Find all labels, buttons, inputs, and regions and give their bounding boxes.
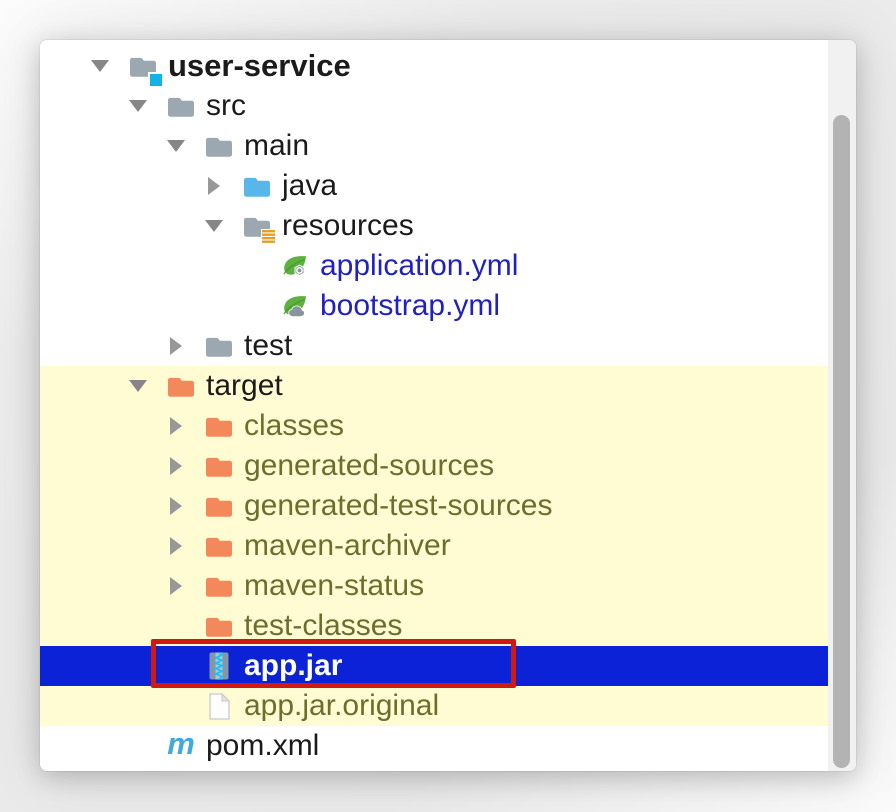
chevron-right-icon[interactable] (161, 486, 203, 526)
orange-folder-icon (203, 488, 235, 524)
vertical-scrollbar[interactable] (828, 40, 856, 771)
tree-item-label: pom.xml (206, 729, 320, 762)
orange-folder-icon (203, 448, 235, 484)
tree-item-target[interactable]: target (40, 366, 828, 406)
spring-config-file-icon (279, 248, 311, 284)
resources-folder-icon (241, 208, 276, 244)
tree-item-label: app.jar.original (244, 689, 440, 722)
tree-item-partial[interactable] (40, 766, 828, 771)
maven-file-icon: m (167, 726, 195, 761)
tree-item-label: test (244, 329, 293, 362)
tree-item-generated-sources[interactable]: generated-sources (40, 446, 828, 486)
tree-item-generated-test-sources[interactable]: generated-test-sources (40, 486, 828, 526)
tree-item-label: maven-status (244, 569, 425, 602)
orange-folder-icon (203, 528, 235, 564)
tree-item-resources[interactable]: resources (40, 206, 828, 246)
gray-folder-icon (165, 88, 197, 124)
tree-item-maven-status[interactable]: maven-status (40, 566, 828, 606)
chevron-spacer (161, 646, 203, 686)
partial-folder-icon (165, 768, 197, 771)
tree-item-label: src (206, 89, 246, 122)
tree-item-label: classes (244, 409, 345, 442)
scrollbar-thumb[interactable] (833, 115, 850, 768)
tree-item-classes[interactable]: classes (40, 406, 828, 446)
chevron-spacer (123, 726, 165, 766)
jar-file-icon (203, 648, 235, 684)
chevron-spacer (161, 606, 203, 646)
orange-folder-icon (165, 368, 197, 404)
orange-folder-icon (203, 568, 235, 604)
tree-item-label: application.yml (320, 249, 519, 282)
chevron-right-icon[interactable] (161, 446, 203, 486)
tree-item-maven-archiver[interactable]: maven-archiver (40, 526, 828, 566)
tree-item-label: bootstrap.yml (320, 289, 501, 322)
chevron-spacer (237, 246, 279, 286)
tree-item-java[interactable]: java (40, 166, 828, 206)
chevron-down-icon[interactable] (123, 86, 165, 126)
tree-item-main[interactable]: main (40, 126, 828, 166)
tree-item-app-jar-original[interactable]: app.jar.original (40, 686, 828, 726)
tree-item-label: app.jar (244, 649, 343, 682)
tree-item-label: maven-archiver (244, 529, 451, 562)
tree-item-src[interactable]: src (40, 86, 828, 126)
tree-item-label: user-service (168, 48, 351, 83)
blue-folder-icon (241, 168, 273, 204)
tree-item-bootstrap-yml[interactable]: bootstrap.yml (40, 286, 828, 326)
tree-item-pom-xml[interactable]: m pom.xml (40, 726, 828, 766)
tree-item-application-yml[interactable]: application.yml (40, 246, 828, 286)
chevron-right-icon[interactable] (161, 406, 203, 446)
chevron-right-icon[interactable] (199, 166, 241, 206)
tree-item-test[interactable]: test (40, 326, 828, 366)
project-badge (150, 74, 162, 86)
tree-item-label: generated-test-sources (244, 489, 553, 522)
chevron-down-icon[interactable] (123, 366, 165, 406)
chevron-spacer (237, 286, 279, 326)
tree-item-user-service[interactable]: user-service (40, 46, 828, 86)
gray-folder-icon (203, 328, 235, 364)
chevron-right-icon[interactable] (161, 526, 203, 566)
tree-item-label: java (282, 169, 338, 202)
gray-folder-icon (203, 128, 235, 164)
tree-item-app-jar[interactable]: app.jar (40, 646, 828, 686)
tree-item-label: target (206, 369, 283, 402)
tree-item-label: resources (282, 209, 414, 242)
chevron-down-icon[interactable] (161, 126, 203, 166)
project-tree: user-service src main java resources applicat… (40, 40, 828, 771)
chevron-down-icon[interactable] (199, 206, 241, 246)
orange-folder-icon (203, 408, 235, 444)
resources-badge (261, 229, 276, 244)
project-tree-panel: user-service src main java resources applicat… (40, 40, 856, 771)
plain-file-icon (203, 688, 235, 724)
spring-file-icon (279, 288, 311, 324)
tree-item-label: generated-sources (244, 449, 495, 482)
orange-folder-icon (203, 608, 235, 644)
chevron-right-icon[interactable] (161, 326, 203, 366)
tree-item-label: main (244, 129, 310, 162)
chevron-down-icon[interactable] (85, 46, 127, 86)
tree-item-test-classes[interactable]: test-classes (40, 606, 828, 646)
chevron-right-icon[interactable] (161, 566, 203, 606)
chevron-spacer (123, 766, 165, 771)
project-folder-icon (127, 48, 162, 86)
tree-item-label: test-classes (244, 609, 403, 642)
chevron-spacer (161, 686, 203, 726)
